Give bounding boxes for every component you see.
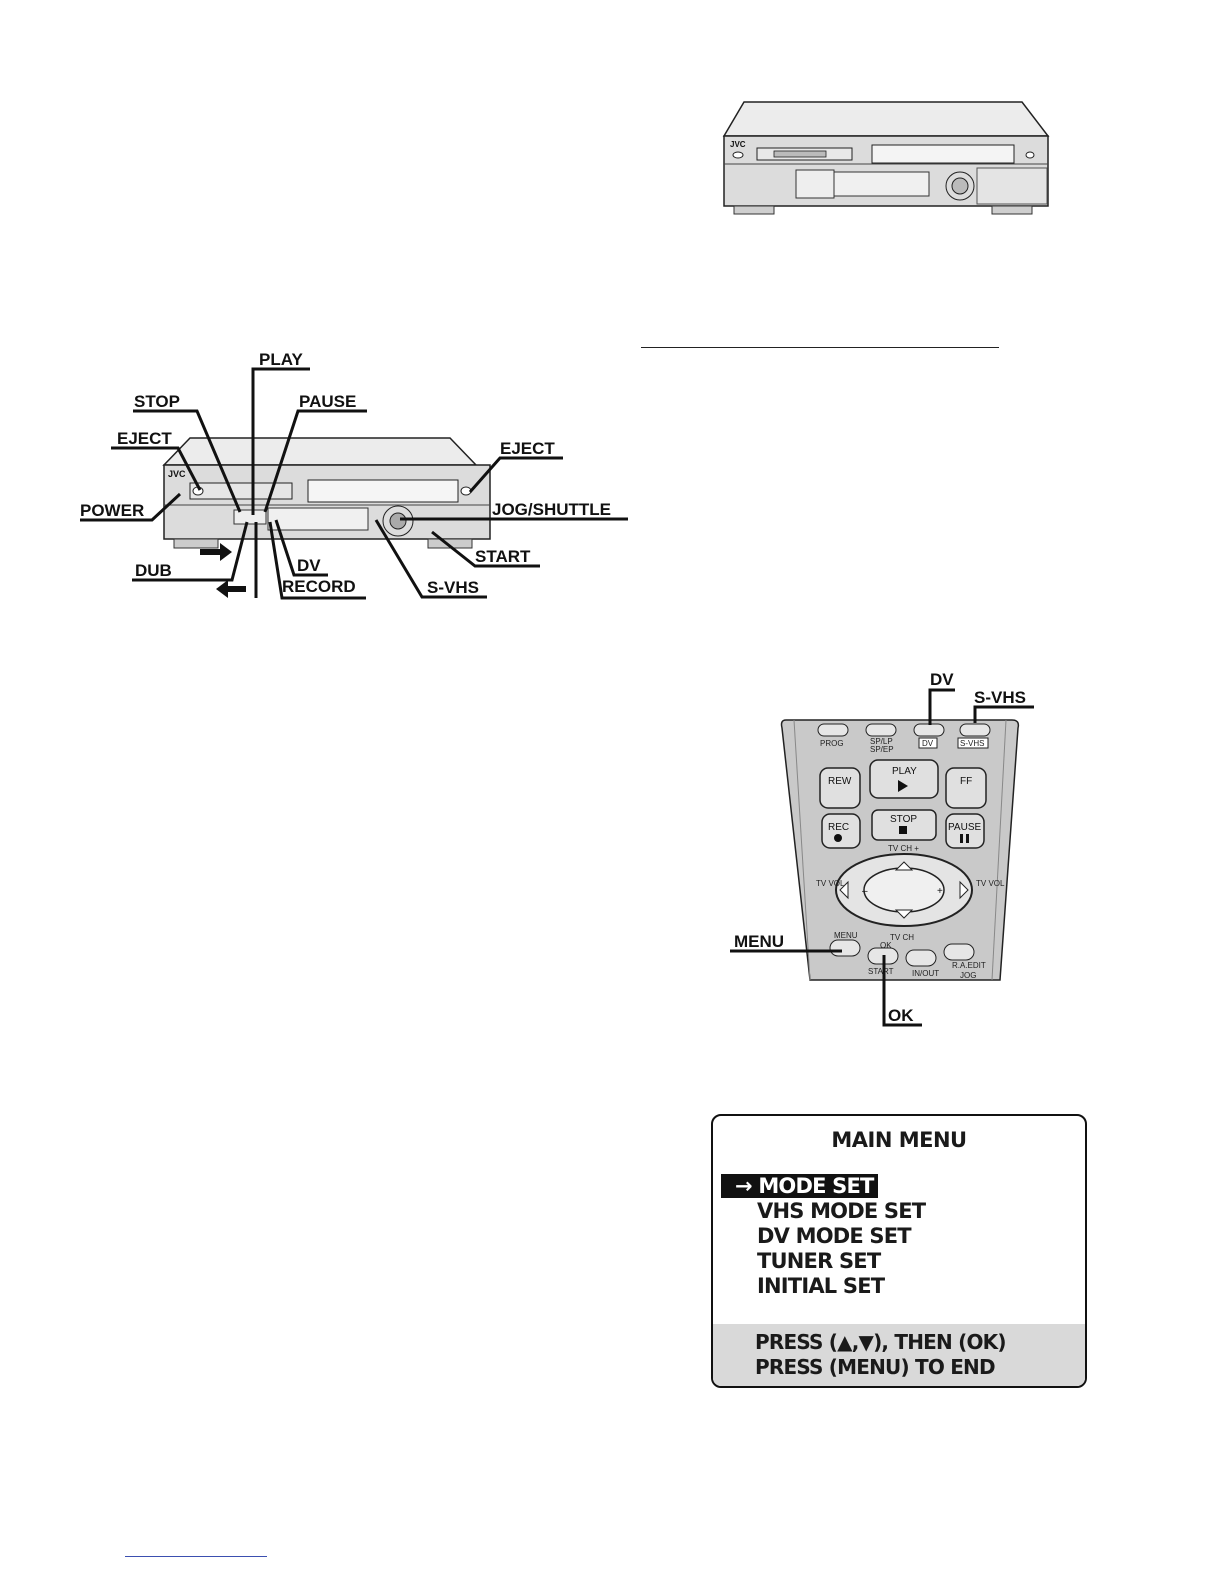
menu-item-mode-set[interactable]: → MODE SET (721, 1174, 878, 1198)
label-power: POWER (80, 501, 145, 520)
svg-text:MENU: MENU (834, 931, 858, 940)
remote-control-diagram: PROG SP/LP SP/EP DV S-VHS REW PLAY FF RE… (780, 719, 1020, 981)
svg-text:TV CH: TV CH (890, 933, 914, 942)
svg-text:S-VHS: S-VHS (960, 739, 984, 748)
svg-text:TV VOL: TV VOL (976, 879, 1005, 888)
svg-text:FF: FF (960, 776, 972, 787)
vcr-top-illustration: JVC (722, 101, 1050, 215)
menu-item-vhs-mode-set[interactable]: VHS MODE SET (757, 1199, 926, 1223)
menu-item-dv-mode-set[interactable]: DV MODE SET (757, 1224, 912, 1248)
arrow-right-icon (200, 543, 232, 561)
label-eject-right: EJECT (500, 439, 555, 458)
label-pause: PAUSE (299, 392, 357, 411)
label-dub: DUB (135, 561, 172, 580)
arrow-left-icon (216, 580, 246, 598)
svg-text:R.A.EDIT: R.A.EDIT (952, 961, 986, 970)
svg-text:–: – (862, 886, 868, 897)
menu-hint-navigate: PRESS (▲,▼), THEN (OK) (755, 1330, 1007, 1354)
label-stop: STOP (134, 392, 180, 411)
menu-hint-end: PRESS (MENU) TO END (755, 1355, 996, 1379)
svg-text:DV: DV (922, 739, 934, 748)
svg-text:PLAY: PLAY (892, 766, 917, 777)
jvc-logo: JVC (730, 140, 746, 149)
main-menu-screen: MAIN MENU → MODE SET VHS MODE SET DV MOD… (711, 1114, 1087, 1388)
label-jog-shuttle: JOG/SHUTTLE (492, 500, 612, 519)
svg-text:SP/LP: SP/LP (870, 737, 893, 746)
label-eject-left: EJECT (117, 429, 172, 448)
svg-text:JOG: JOG (960, 971, 976, 980)
label-dv: DV (297, 556, 321, 575)
svg-text:STOP: STOP (890, 814, 917, 825)
svg-text:SP/EP: SP/EP (870, 745, 894, 754)
svg-text:PROG: PROG (820, 739, 844, 748)
menu-item-label: MODE SET (758, 1174, 874, 1198)
svg-text:REC: REC (828, 822, 849, 833)
vcr-leader-lines (80, 367, 628, 600)
svg-text:REW: REW (828, 776, 852, 787)
menu-item-tuner-set[interactable]: TUNER SET (757, 1249, 881, 1273)
label-record: RECORD (282, 577, 356, 596)
svg-text:TV VOL: TV VOL (816, 879, 845, 888)
svg-text:TV CH +: TV CH + (888, 844, 919, 853)
remote-label-svhs: S-VHS (974, 688, 1026, 707)
remote-label-menu: MENU (734, 932, 785, 951)
vcr-labeled-diagram: JVC (162, 437, 491, 549)
remote-label-dv: DV (930, 670, 954, 689)
label-svhs: S-VHS (427, 578, 479, 597)
svg-text:START: START (868, 967, 894, 976)
svg-text:+: + (937, 886, 943, 897)
svg-text:IN/OUT: IN/OUT (912, 969, 939, 978)
remote-leader-lines (730, 688, 1034, 1027)
menu-item-initial-set[interactable]: INITIAL SET (757, 1274, 885, 1298)
section-divider (641, 347, 999, 348)
svg-text:JVC: JVC (168, 469, 186, 479)
label-start: START (475, 547, 531, 566)
svg-text:OK: OK (880, 941, 892, 950)
svg-text:PAUSE: PAUSE (948, 822, 981, 833)
remote-label-ok: OK (888, 1006, 914, 1025)
arrow-right-icon: → (735, 1174, 753, 1198)
main-menu-title: MAIN MENU (831, 1128, 967, 1152)
label-play: PLAY (259, 350, 303, 369)
bottom-link-underline (125, 1556, 267, 1557)
menu-footer: PRESS (▲,▼), THEN (OK) PRESS (MENU) TO E… (713, 1324, 1085, 1386)
